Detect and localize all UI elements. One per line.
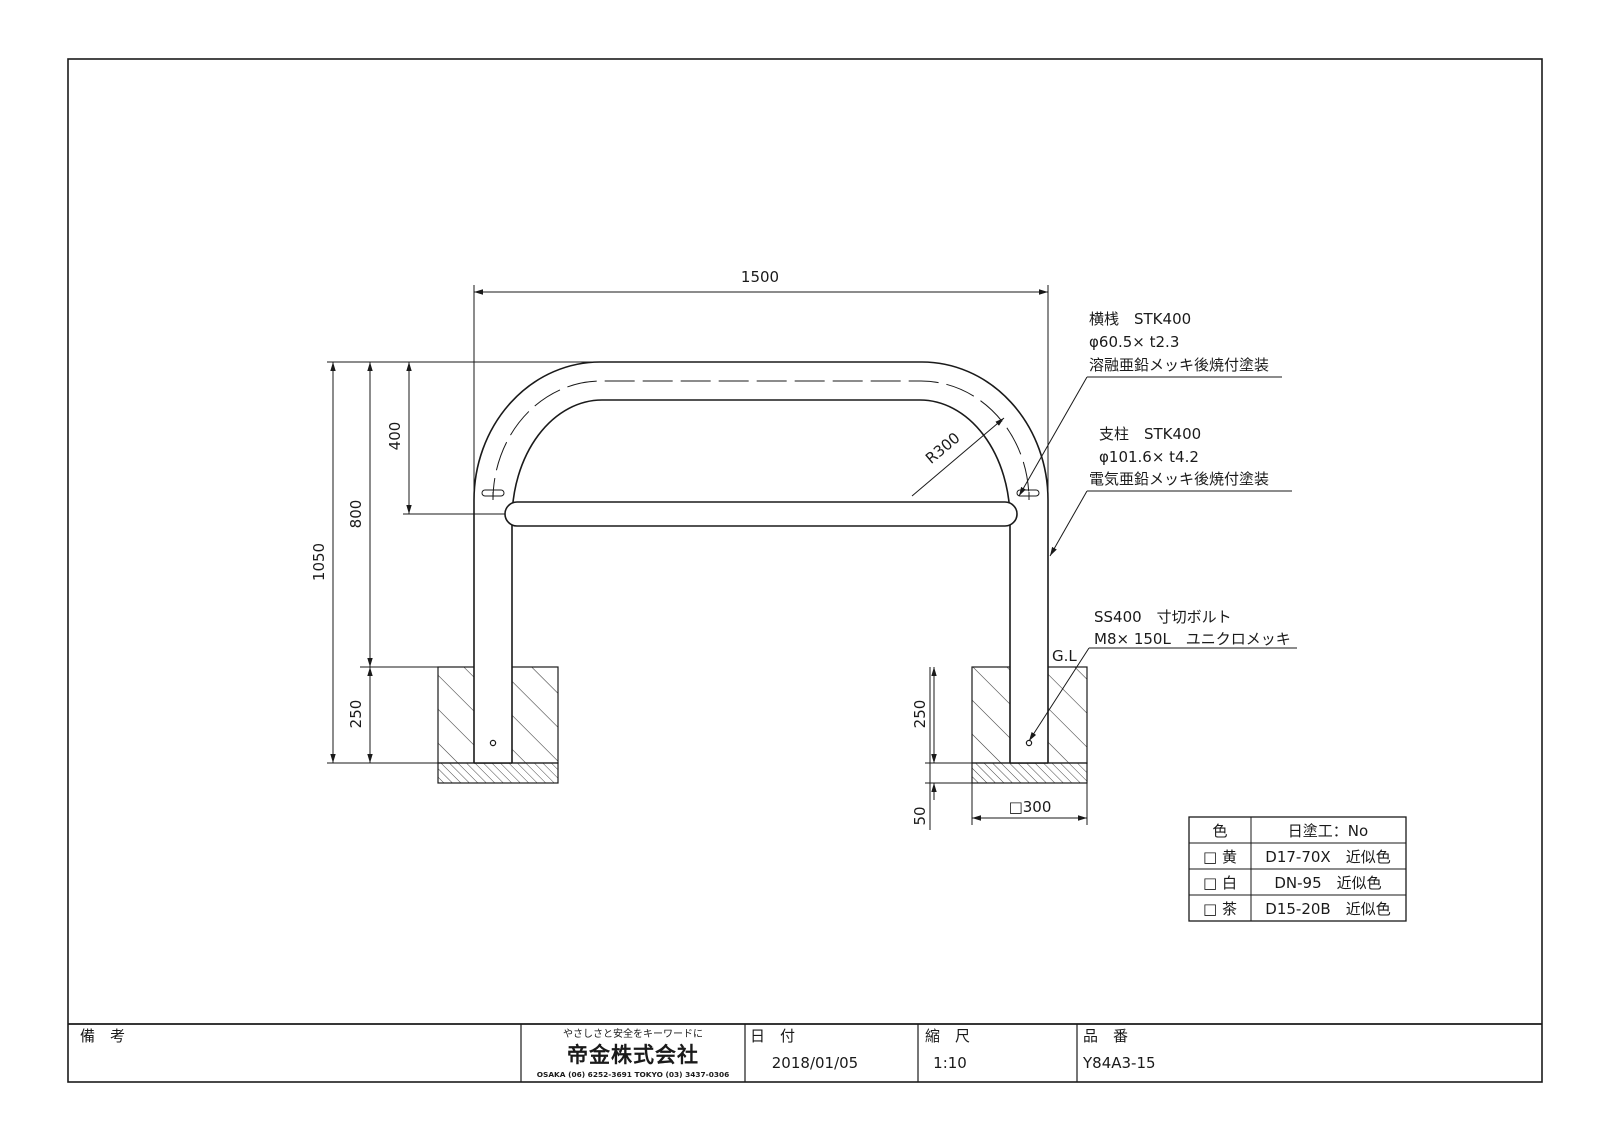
date-value: 2018/01/05: [772, 1054, 858, 1072]
crossbar-size: φ60.5× t2.3: [1089, 333, 1179, 351]
post-callout: 支柱 STK400 φ101.6× t4.2 電気亜鉛メッキ後焼付塗装: [1089, 425, 1269, 488]
company-name: 帝金株式会社: [567, 1043, 699, 1067]
dim-r300: R300: [922, 429, 963, 468]
part-number: Y84A3-15: [1082, 1054, 1156, 1072]
color-code-white: DN-95 近似色: [1274, 874, 1381, 892]
color-row-white: □ 白: [1203, 874, 1237, 892]
scale-value: 1:10: [933, 1054, 967, 1072]
color-table-header-color: 色: [1212, 822, 1227, 840]
part-label: 品 番: [1083, 1027, 1128, 1045]
crossbar-material: 横桟 STK400: [1089, 310, 1191, 328]
company-slogan: やさしさと安全をキーワードに: [563, 1027, 703, 1040]
post-material: 支柱 STK400: [1099, 425, 1201, 443]
crossbar-leader: [1018, 376, 1088, 497]
color-table-header-code: 日塗工：No: [1288, 822, 1368, 840]
pin-markers: [481, 489, 1040, 497]
color-code-brown: D15-20B 近似色: [1265, 900, 1390, 918]
scale-label: 縮 尺: [925, 1027, 970, 1045]
bolt-size: M8× 150L ユニクロメッキ: [1094, 630, 1291, 648]
color-row-brown: □ 茶: [1203, 900, 1237, 918]
company-contact: OSAKA (06) 6252-3691 TOKYO (03) 3437-030…: [537, 1070, 730, 1079]
post-leader: [1049, 490, 1088, 557]
title-block: 備 考 やさしさと安全をキーワードに 帝金株式会社 OSAKA (06) 625…: [68, 1023, 1542, 1082]
dim-800: 800: [347, 500, 365, 529]
bolt-hole-left: [489, 739, 497, 747]
centerline: [492, 380, 1030, 501]
dim-400: 400: [386, 422, 404, 451]
color-table: 色 日塗工：No □ 黄 D17-70X 近似色 □ 白 DN-95 近似色 □…: [1188, 816, 1407, 922]
bolt-material: SS400 寸切ボルト: [1094, 608, 1232, 626]
remarks-label: 備 考: [80, 1027, 125, 1045]
color-code-yellow: D17-70X 近似色: [1265, 848, 1390, 866]
dim-250-right: 250: [911, 700, 929, 729]
crossbar: [504, 501, 1018, 527]
post-finish: 電気亜鉛メッキ後焼付塗装: [1089, 470, 1269, 488]
crossbar-callout: 横桟 STK400 φ60.5× t2.3 溶融亜鉛メッキ後焼付塗装: [1089, 310, 1269, 374]
dim-50: 50: [911, 806, 929, 825]
dim-1500: 1500: [741, 268, 779, 286]
sheet-border: [67, 58, 1543, 1083]
ground-level-label: G.L: [1052, 647, 1077, 665]
dim-300: □300: [1009, 798, 1052, 816]
bolt-leader: [1028, 647, 1090, 742]
color-row-yellow: □ 黄: [1203, 848, 1237, 866]
dim-1050: 1050: [310, 543, 328, 581]
crossbar-finish: 溶融亜鉛メッキ後焼付塗装: [1089, 356, 1269, 374]
post-size: φ101.6× t4.2: [1099, 448, 1199, 466]
bolt-callout: SS400 寸切ボルト M8× 150L ユニクロメッキ: [1094, 608, 1291, 648]
date-label: 日 付: [750, 1027, 795, 1045]
radius-leader: [911, 417, 1005, 497]
u-frame: [473, 361, 1049, 764]
dim-250-left: 250: [347, 700, 365, 729]
